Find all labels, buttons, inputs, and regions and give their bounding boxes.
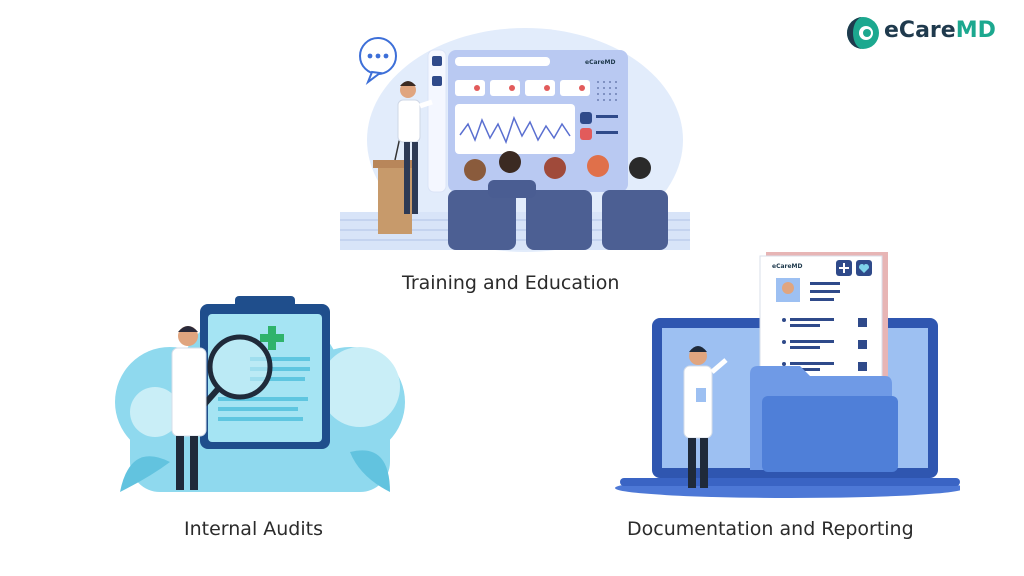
reporting-doctor	[683, 346, 728, 488]
magnifier-icon	[199, 334, 273, 409]
brand-logo: eCareMD	[846, 14, 1006, 54]
podium	[373, 160, 417, 168]
audits-caption: Internal Audits	[184, 518, 323, 540]
audits-illustration	[115, 296, 405, 492]
ecare-logo-icon	[847, 17, 879, 49]
leaf	[120, 456, 170, 492]
speech-bubble-icon	[359, 37, 397, 85]
screen-sidebar	[427, 49, 447, 193]
chair	[448, 190, 516, 250]
chair	[602, 190, 668, 250]
plus-icon	[260, 326, 284, 350]
screen-chart-line	[459, 115, 571, 145]
documentation-caption: Documentation and Reporting	[627, 518, 914, 540]
documentation-illustration: eCareMD	[615, 252, 960, 498]
clipboard-clip	[235, 296, 295, 314]
audience	[448, 151, 668, 250]
presenter-doctor	[397, 81, 433, 214]
screen-chart-card	[455, 104, 575, 154]
auditor-doctor	[171, 326, 207, 490]
training-caption: Training and Education	[402, 272, 620, 294]
screen-mini-logo: eCareMD	[585, 59, 616, 66]
folder-icon	[750, 366, 898, 472]
screen-search-bar	[455, 57, 550, 66]
document-mini-logo: eCareMD	[772, 263, 803, 270]
chair	[526, 190, 592, 250]
training-illustration: eCareMD	[340, 28, 690, 252]
brand-name: eCareMD	[884, 18, 996, 43]
leaf	[350, 450, 390, 492]
